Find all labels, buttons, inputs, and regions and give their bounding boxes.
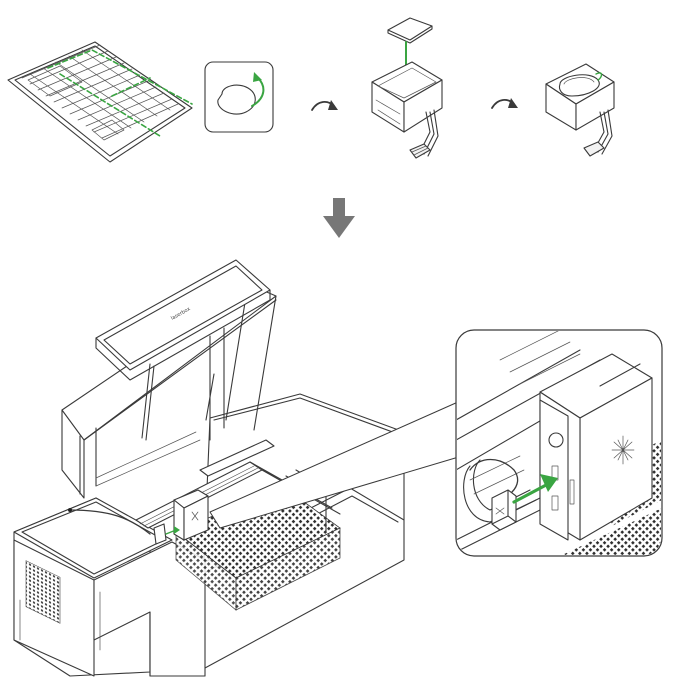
step-arrow-icon	[311, 100, 338, 111]
module-finished	[545, 63, 615, 157]
step-arrow-icon	[491, 98, 518, 109]
connector-detail	[455, 329, 663, 557]
sticker-peel-callout	[204, 61, 274, 133]
module-sticker-apply	[371, 17, 443, 159]
laser-machine: laserbox	[13, 259, 405, 677]
laser-logo-icon	[611, 435, 635, 465]
down-arrow-icon	[323, 198, 355, 238]
sticker-sheet	[7, 41, 193, 163]
